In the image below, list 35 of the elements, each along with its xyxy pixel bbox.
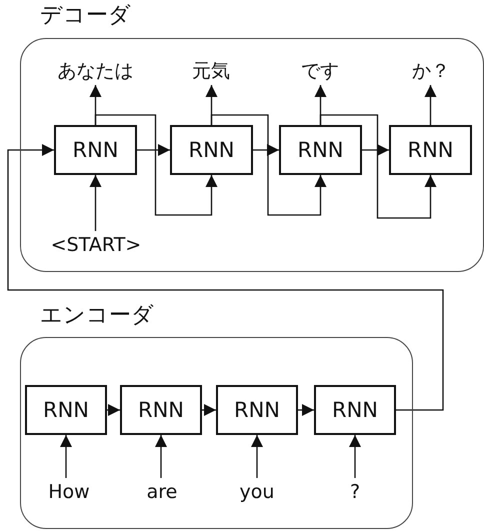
rnn-box: RNN [25, 385, 107, 435]
token-label: are [137, 478, 187, 506]
token-label: How [44, 478, 94, 506]
rnn-box: RNN [314, 385, 396, 435]
arrow [90, 175, 102, 231]
rnn-box: RNN [216, 385, 298, 435]
arrow [424, 85, 436, 125]
arrow [251, 435, 263, 478]
arrow [253, 144, 279, 156]
arrow [210, 114, 326, 216]
arrow [202, 404, 216, 416]
arrow [7, 144, 444, 411]
token-label: <START> [38, 231, 154, 259]
arrow [94, 114, 218, 216]
token-label: you [232, 478, 282, 506]
token-label: あなたは [48, 57, 143, 85]
arrow [60, 435, 72, 478]
arrow [155, 435, 167, 478]
arrow [137, 144, 170, 156]
rnn-box: RNN [120, 385, 202, 435]
token-label: か？ [403, 57, 459, 85]
rnn-box: RNN [389, 125, 472, 175]
token-label: ? [330, 478, 380, 506]
rnn-box: RNN [279, 125, 362, 175]
group-title: エンコーダ [40, 303, 154, 329]
rnn-box: RNN [54, 125, 137, 175]
arrow [349, 435, 361, 478]
arrow [320, 114, 436, 219]
arrow [298, 404, 314, 416]
group-title: デコーダ [40, 3, 131, 29]
arrow [107, 404, 120, 416]
token-label: 元気 [186, 57, 236, 85]
token-label: です [295, 57, 345, 85]
arrow [362, 144, 389, 156]
rnn-box: RNN [170, 125, 253, 175]
